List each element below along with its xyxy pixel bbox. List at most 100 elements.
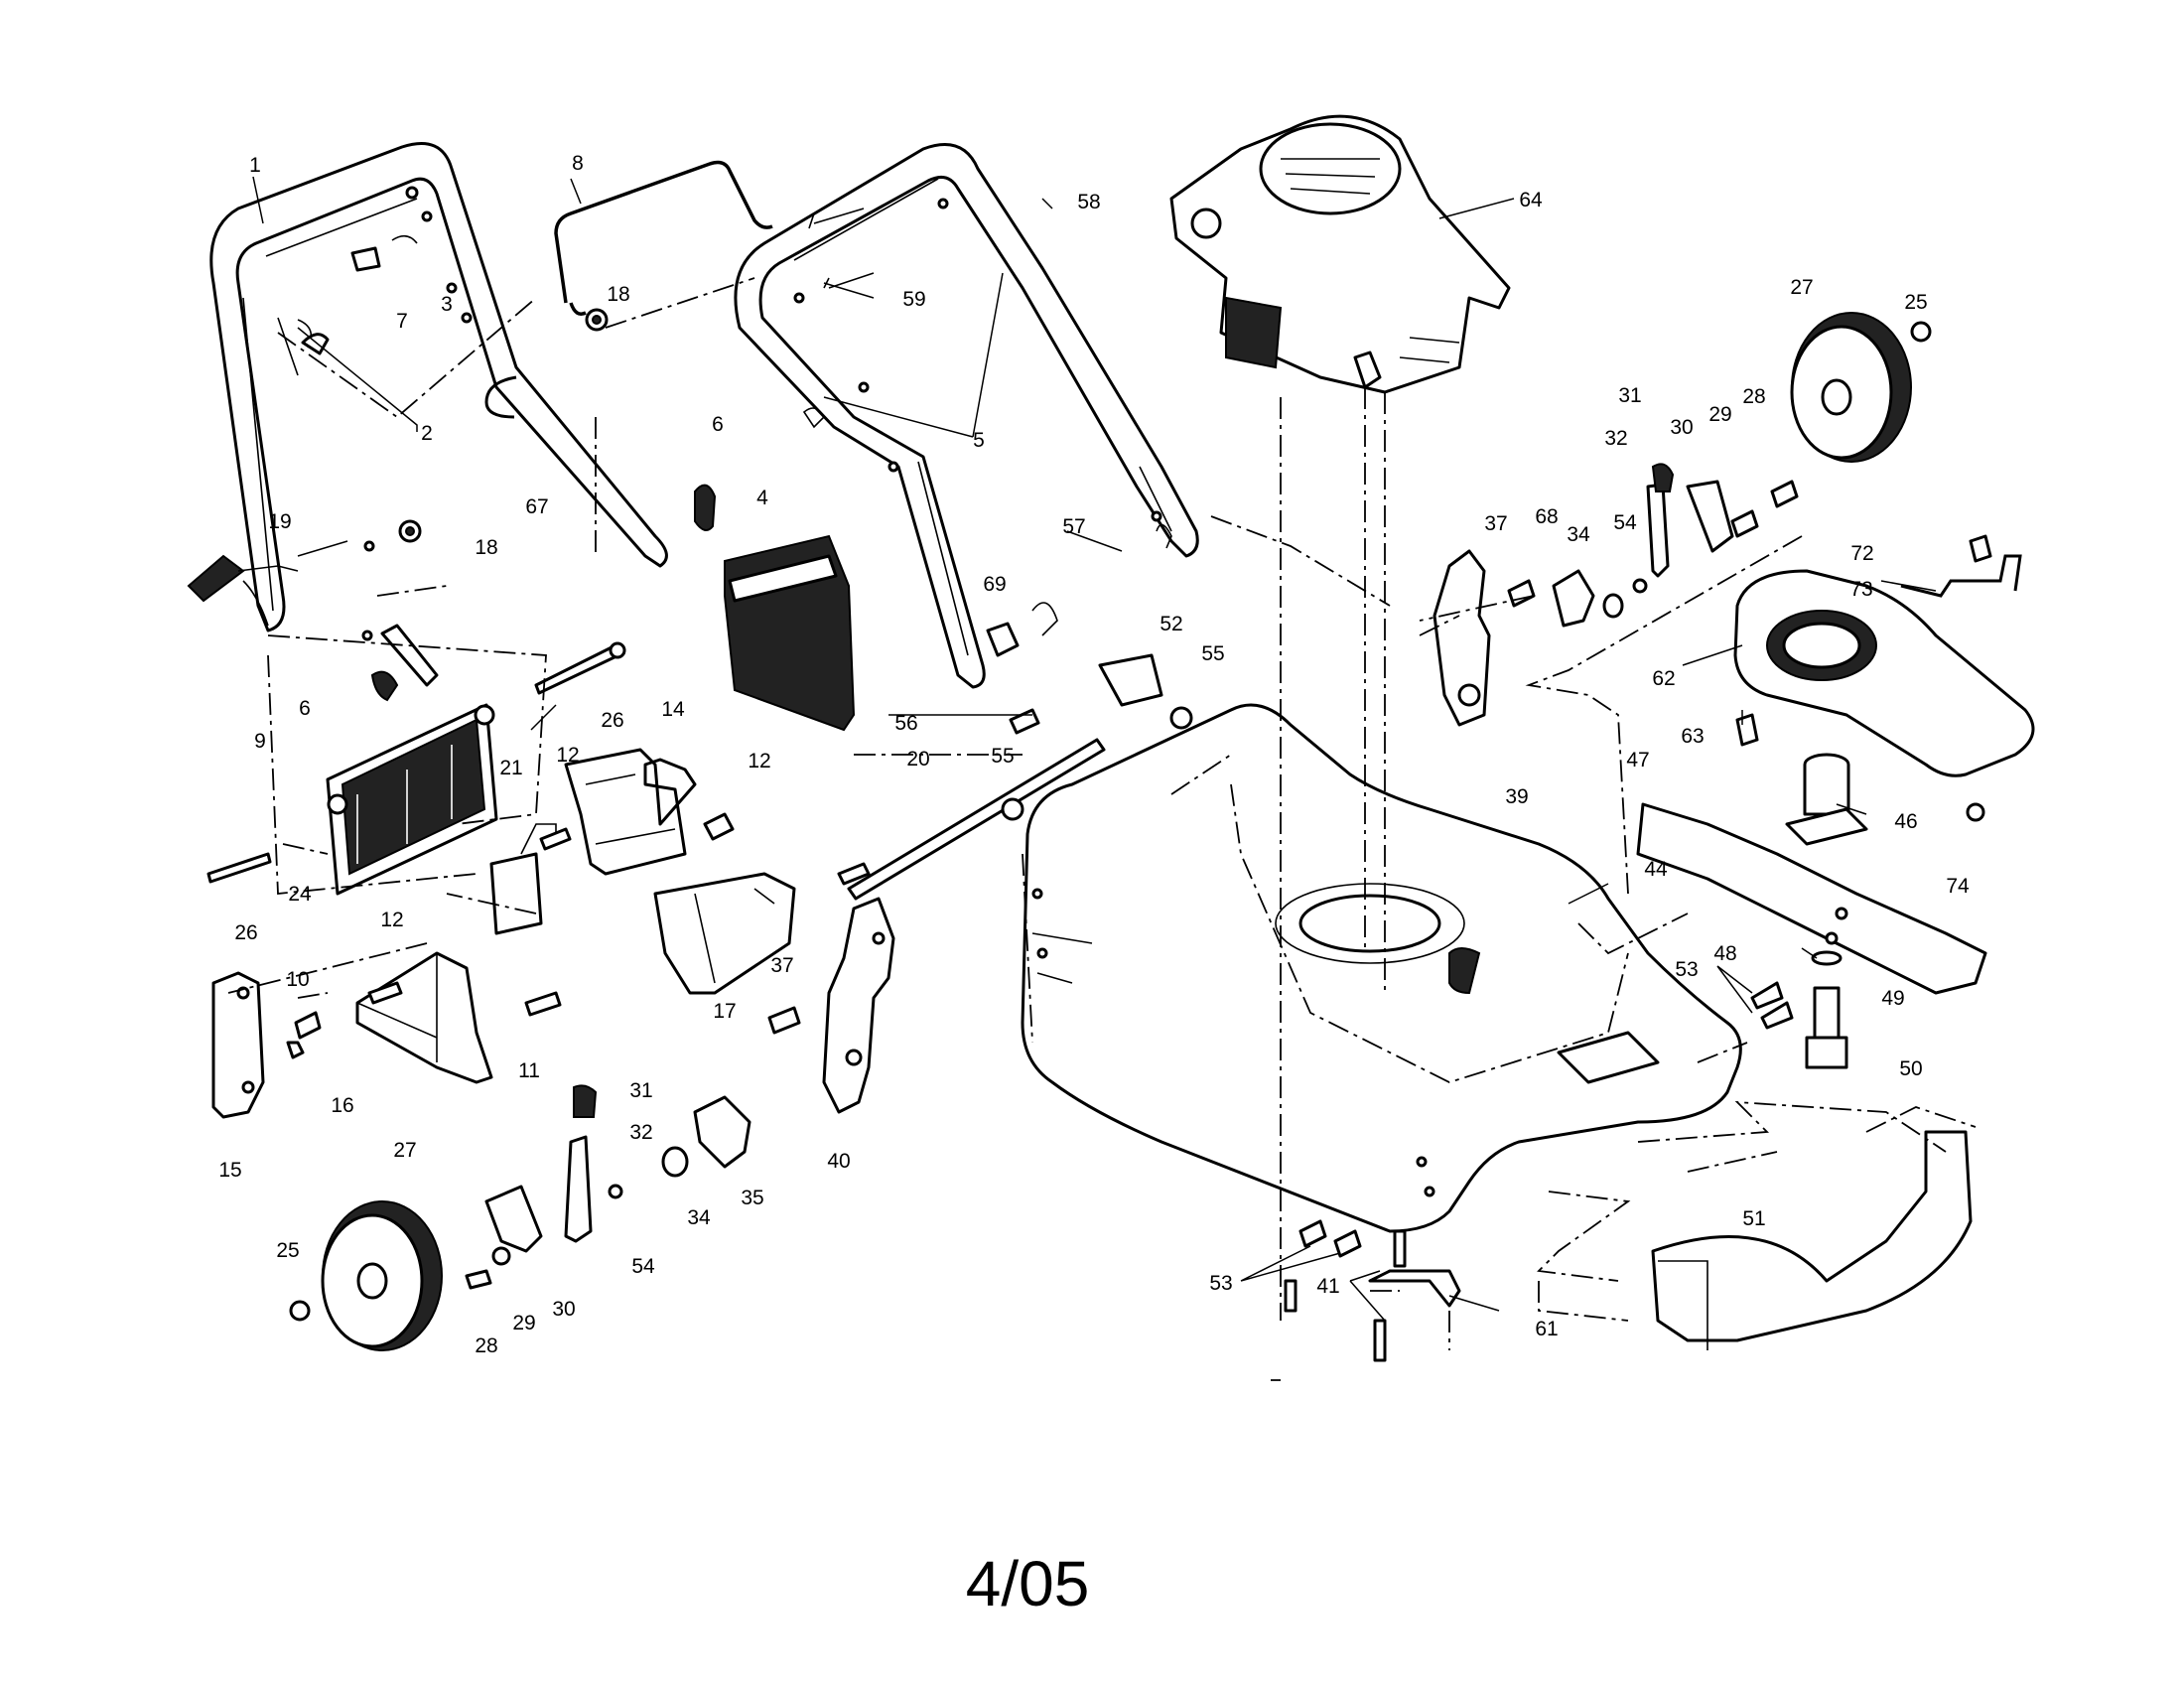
page-number: 4/05 [966, 1548, 1090, 1619]
bracket-72-73 [1900, 534, 2022, 598]
handle-hardware [187, 208, 1172, 702]
callout-62: 62 [1652, 667, 1675, 690]
callout-14: 14 [661, 698, 685, 721]
callout-19: 19 [268, 510, 291, 533]
callout-39: 39 [1505, 785, 1528, 808]
callout-15: 15 [218, 1159, 241, 1182]
callout-27a: 27 [1790, 276, 1813, 299]
height-adjuster-left [465, 1084, 751, 1290]
callout-58: 58 [1077, 191, 1100, 213]
callout-52: 52 [1160, 613, 1182, 635]
upper-handle-58 [734, 143, 1199, 689]
callout-29a: 29 [1708, 403, 1731, 426]
callout-32a: 32 [1604, 427, 1627, 450]
callout-59: 59 [902, 288, 925, 311]
callout-26b: 26 [234, 921, 257, 944]
callout-72: 72 [1850, 542, 1873, 565]
callout-12b: 12 [748, 750, 770, 772]
leader-lines [252, 176, 1937, 1322]
callout-30b: 30 [552, 1298, 575, 1321]
callout-68: 68 [1535, 505, 1558, 528]
left-fasteners [206, 641, 735, 1059]
engine-mount-lines [1280, 387, 1386, 1321]
lower-handle-1 [209, 142, 668, 687]
callout-9: 9 [254, 730, 266, 753]
callout-55b: 55 [991, 745, 1014, 768]
callout-48: 48 [1713, 942, 1736, 965]
callout-64: 64 [1519, 189, 1543, 211]
callout-50: 50 [1899, 1057, 1922, 1080]
callout-31b: 31 [629, 1079, 652, 1102]
callout-17: 17 [713, 1000, 736, 1023]
rear-door-9 [326, 703, 498, 896]
bolts-41-53-lower [1284, 1219, 1407, 1362]
callout-18b: 18 [475, 536, 497, 559]
grass-bag-4 [724, 534, 856, 732]
rear-wheel-27 [289, 1200, 443, 1351]
callout-63: 63 [1681, 725, 1704, 748]
callout-18a: 18 [607, 283, 629, 306]
callout-56: 56 [894, 712, 917, 735]
callout-35: 35 [741, 1187, 763, 1209]
rear-wheel-27-right [1790, 312, 1932, 463]
bolt-37-left [767, 1006, 801, 1035]
callout-26a: 26 [601, 709, 623, 732]
callout-3: 3 [441, 293, 453, 316]
callout-53a: 53 [1675, 958, 1698, 981]
callout-34a: 34 [1567, 523, 1590, 546]
callout-47: 47 [1626, 749, 1649, 772]
rear-flap-51 [1651, 1130, 1973, 1350]
callout-5: 5 [973, 429, 985, 452]
front-axle-bracket-40 [822, 897, 895, 1114]
callout-67: 67 [525, 495, 548, 518]
callout-4: 4 [756, 487, 768, 509]
callout-44: 44 [1644, 858, 1668, 881]
hinge-bracket-14 [489, 748, 697, 935]
callout-73: 73 [1849, 578, 1872, 601]
callout-2: 2 [421, 422, 433, 445]
callout-34b: 34 [687, 1206, 711, 1229]
callout-10: 10 [286, 968, 309, 991]
callout-74: 74 [1946, 875, 1970, 898]
deflector-52 [1098, 653, 1163, 707]
adapter-46 [1785, 753, 1868, 846]
callout-25b: 25 [276, 1239, 299, 1262]
callout-16: 16 [331, 1094, 353, 1117]
callout-32b: 32 [629, 1121, 652, 1144]
callout-8: 8 [572, 152, 584, 175]
blade-47 [1636, 802, 1987, 995]
callout-54a: 54 [1613, 511, 1637, 534]
callout-24: 24 [288, 883, 312, 906]
callout-37a: 37 [1484, 512, 1507, 535]
callout-20: 20 [906, 748, 929, 771]
wheel-bracket-15 [211, 971, 265, 1119]
engine-64 [1169, 114, 1511, 394]
callout-69: 69 [983, 573, 1006, 596]
callout-51: 51 [1742, 1207, 1765, 1230]
rear-bracket-16 [355, 951, 493, 1084]
callout-11: 11 [518, 1059, 540, 1082]
callout-41: 41 [1316, 1275, 1339, 1298]
callout-61: 61 [1535, 1318, 1558, 1340]
callout-30a: 30 [1670, 416, 1693, 439]
callout-25a: 25 [1904, 291, 1927, 314]
rod-20 [847, 738, 1106, 901]
callout-28b: 28 [475, 1334, 497, 1357]
callout-1: 1 [249, 154, 261, 177]
baffle-62 [1733, 569, 2035, 777]
bolt-56 [837, 708, 1040, 886]
callout-27b: 27 [393, 1139, 416, 1162]
callout-54b: 54 [631, 1255, 655, 1278]
chute-deflector-17 [653, 872, 796, 995]
bracket-61 [1368, 1269, 1461, 1308]
bolts-53-right [1750, 981, 1794, 1030]
callout-21: 21 [499, 757, 522, 779]
assembly-lines [227, 277, 1977, 1381]
callout-12c: 12 [380, 909, 403, 931]
callout-6a: 6 [712, 413, 724, 436]
callout-31a: 31 [1618, 384, 1641, 407]
callout-28a: 28 [1742, 385, 1765, 408]
bail-wire-8 [554, 160, 773, 316]
washer-55 [1001, 706, 1193, 821]
